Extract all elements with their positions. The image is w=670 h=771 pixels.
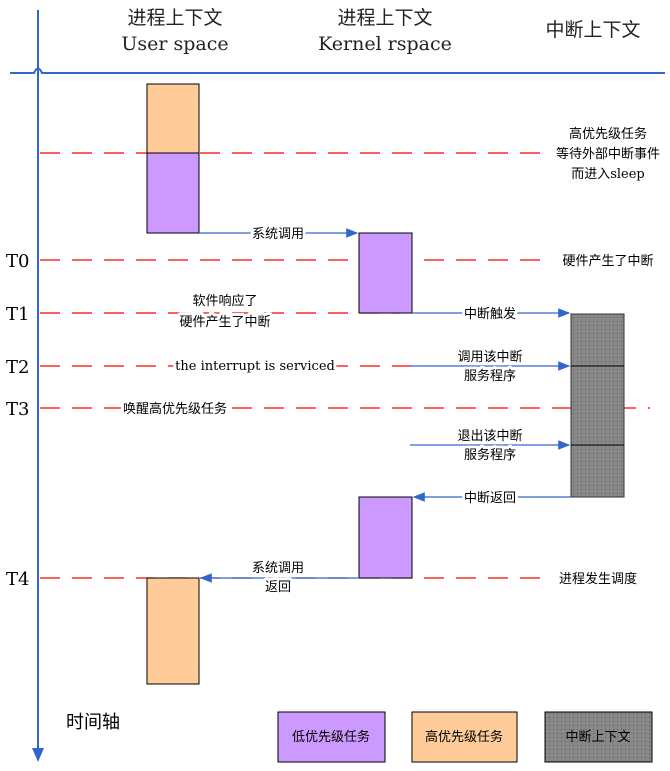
annotation-schedule: 进程发生调度 (559, 571, 637, 587)
legend-high-priority-label: 高优先级任务 (425, 729, 503, 745)
arrow-label-exit-isr-1: 退出该中断 (457, 429, 522, 444)
irq-context-block (570, 313, 625, 498)
time-label-t1: T1 (6, 304, 29, 325)
time-label-t3: T3 (6, 399, 29, 420)
arrow-label-syscall: 系统调用 (252, 227, 304, 242)
flow-arrows (199, 228, 571, 583)
legend-high-priority (411, 711, 518, 763)
arrow-label-call-isr-1: 调用该中断 (457, 350, 522, 365)
annotation-sleep-3: 而进入sleep (571, 167, 645, 182)
annotation-wake: 唤醒高优先级任务 (123, 401, 227, 417)
header-user-cn: 进程上下文 (127, 7, 222, 29)
time-axis-arrow-icon (32, 748, 44, 762)
time-label-t4: T4 (6, 569, 29, 590)
annotation-sleep-2: 等待外部中断事件 (556, 146, 660, 162)
time-markers (40, 152, 650, 579)
annotation-serviced: the interrupt is serviced (175, 359, 335, 374)
legend-irq-context-label: 中断上下文 (565, 730, 630, 745)
kernel-low-priority-block (358, 232, 413, 314)
arrow-label-syscall-return-2: 返回 (265, 580, 291, 595)
kernel-low-priority-block-2 (358, 496, 413, 579)
time-label-t0: T0 (6, 251, 29, 272)
user-high-priority-block-2 (146, 577, 200, 685)
arrow-label-exit-isr-2: 服务程序 (464, 447, 516, 463)
arrow-label-irq-return: 中断返回 (464, 491, 516, 506)
legend-low-priority (277, 711, 386, 763)
annotation-sw-response-1: 软件响应了 (192, 293, 257, 309)
context-divider-line (10, 67, 665, 74)
arrow-label-irq-trigger: 中断触发 (464, 306, 516, 322)
annotation-hw-irq: 硬件产生了中断 (562, 254, 653, 269)
legend-irq-context (544, 711, 653, 763)
time-label-t2: T2 (6, 357, 29, 378)
header-kernel-en: Kernel rspace (318, 33, 452, 55)
arrow-label-call-isr-2: 服务程序 (464, 368, 516, 384)
annotation-sw-response-2: 硬件产生了中断 (179, 315, 270, 330)
legend-low-priority-label: 低优先级任务 (292, 729, 370, 745)
annotation-sleep-1: 高优先级任务 (569, 126, 647, 142)
arrow-label-syscall-return-1: 系统调用 (252, 561, 304, 576)
header-user-en: User space (121, 33, 228, 55)
time-axis-label: 时间轴 (66, 712, 120, 733)
header-kernel-cn: 进程上下文 (337, 7, 432, 29)
user-low-priority-block (146, 152, 200, 234)
header-irq-cn: 中断上下文 (545, 19, 640, 41)
user-high-priority-block (146, 83, 200, 154)
